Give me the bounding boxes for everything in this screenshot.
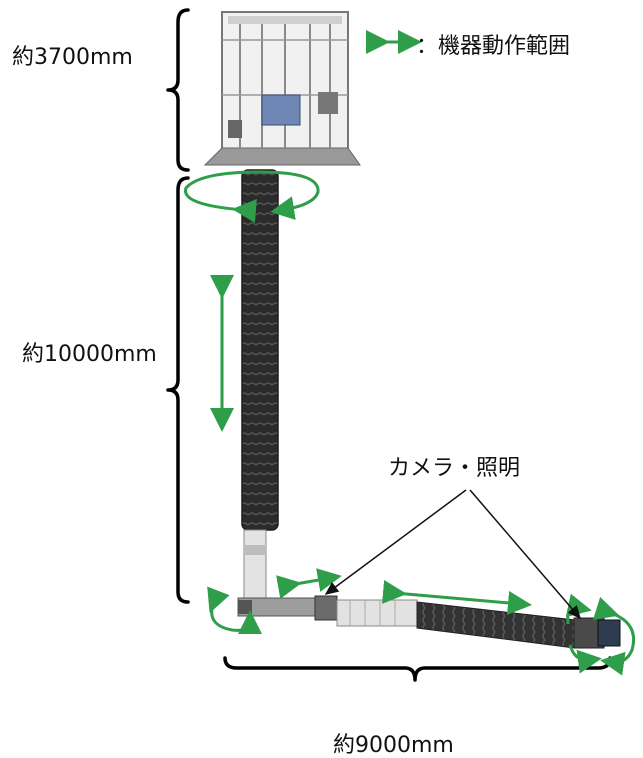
legend: ：機器動作範囲 <box>372 28 570 60</box>
rotation-arrow-icon <box>568 644 602 674</box>
top-machine-unit <box>203 11 361 166</box>
horizontal-arm <box>237 595 621 649</box>
rotation-arrow-icon <box>207 586 262 635</box>
rotation-arrow-icon <box>184 170 320 223</box>
rotation-arrow-icon <box>592 596 635 676</box>
double-arrow-icon <box>372 42 416 46</box>
motion-range-arrows <box>184 170 635 676</box>
double-arrow-icon <box>381 579 532 615</box>
double-arrow-icon <box>276 568 342 599</box>
camera-pointer-lines <box>324 489 581 620</box>
top-height-label: 約3700mm <box>12 45 133 70</box>
bracket-horizontal <box>223 656 612 682</box>
horizontal-length-label: 約9000mm <box>333 733 454 758</box>
bracket-top <box>166 8 190 172</box>
camera-light-label: カメラ・照明 <box>388 456 521 481</box>
bracket-shaft <box>166 176 190 604</box>
legend-text: ：機器動作範囲 <box>416 34 571 59</box>
shaft-length-label: 約10000mm <box>22 342 157 367</box>
vertical-shaft <box>241 169 279 601</box>
